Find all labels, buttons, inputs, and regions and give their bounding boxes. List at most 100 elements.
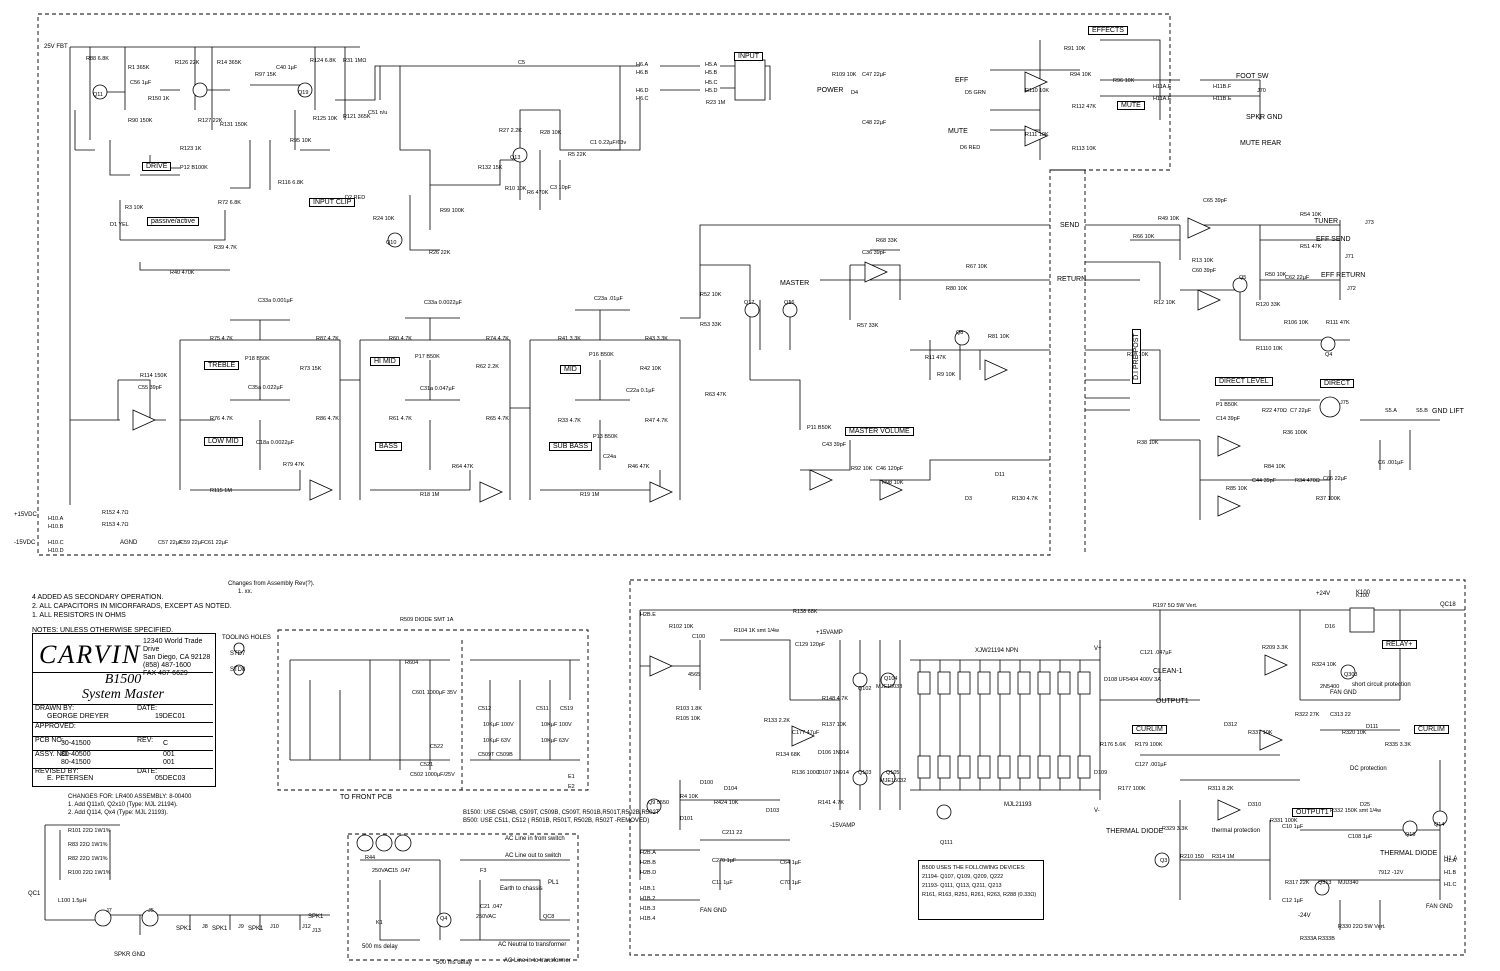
output1-label: OUTPUT1 [1156, 698, 1189, 705]
pcb-number: 30-41500 [61, 740, 91, 747]
drawn-row: DRAWN BY: GEORGE DREYER DATE: 19DEC01 [33, 704, 213, 723]
curlim-left-label: CURLIM [1132, 725, 1167, 734]
qc1-label: QC1 [28, 891, 41, 897]
drawn-date-value: 19DEC01 [155, 713, 186, 720]
transistors [92, 82, 1448, 928]
tone-stack-wiring [179, 224, 1050, 500]
approved-label: APPROVED: [35, 723, 76, 730]
low-mid-label: LOW MID [204, 437, 243, 446]
master-volume-label: MASTER VOLUME [845, 427, 914, 436]
assy-row: ASSY. NO: 80-40500 80-41500 001 001 [33, 750, 213, 769]
changes-title: Changes from Assembly Rev(?). [228, 581, 315, 587]
address-line-4: FAX 487-6629 [143, 670, 188, 677]
rail-15vamp: +15VAMP [816, 630, 843, 636]
opamp-a6a [1024, 71, 1048, 93]
spk1-c: SPK1 [248, 926, 264, 932]
output1-right-label: OUTPUT1 [1292, 808, 1333, 817]
mute-led-label: MUTE [948, 128, 968, 135]
note-2: 2. ALL CAPACITORS IN MICORFARADS, EXCEPT… [32, 603, 232, 610]
changes2-item-2: 2. Add Q114, Qx4 (Type: MJL 21193). [68, 810, 168, 816]
model-subtitle: System Master [81, 687, 165, 702]
tooling-holes: TOOLING HOLES STD7 STD8 [222, 634, 271, 674]
direct-xlr-jack [1319, 396, 1341, 418]
tooling-std8: STD8 [230, 667, 246, 673]
rail-agnd: AGND [120, 540, 138, 546]
pcb-rev: C [163, 740, 169, 747]
spkr-gnd-label: SPKR GND [1246, 114, 1283, 121]
return-label: RETURN [1057, 276, 1087, 283]
drawn-by-value: GEORGE DREYER [47, 713, 109, 720]
minus24-label: -24V [1298, 913, 1311, 919]
v-minus-label: V- [1094, 808, 1100, 814]
revised-date-label: DATE: [137, 768, 158, 775]
rail-25vfbt: 25V FBT [44, 44, 68, 50]
foot-switch-label: FOOT SW [1236, 73, 1269, 80]
address-line-1: 12340 World Trade Drive [143, 638, 203, 653]
opamp-a6b [1024, 125, 1048, 147]
opamp-a2b [309, 479, 333, 501]
drawn-by-label: DRAWN BY: [35, 705, 75, 712]
hi-mid-label: HI MID [370, 357, 400, 366]
tuner-label: TUNER [1314, 218, 1339, 225]
opamp-a2a [132, 409, 156, 431]
short-circuit-label: short circuit protection [1352, 682, 1411, 688]
opamp-a4b [1217, 435, 1241, 457]
changes2-title: CHANGES FOR: LR400 ASSEMBLY: 8-00400 [68, 794, 192, 800]
opamp-a5b [984, 359, 1008, 381]
note-4: 4 ADDED AS SECONDARY OPERATION. [32, 594, 164, 601]
model-row: B1500 System Master [33, 672, 213, 705]
opamp-driver [791, 725, 815, 747]
xjw-label: XJW21194 NPN [975, 648, 1019, 654]
output-transistor-bank [917, 671, 1091, 779]
gnd-lift-label: GND LIFT [1432, 408, 1464, 415]
direct-level-label: DIRECT LEVEL [1215, 377, 1273, 386]
spkr-gnd-bottom-label: SPKR GND [114, 952, 146, 958]
di-pre-post-label: D.I PRE-POST [1132, 329, 1141, 384]
clean-label: CLEAN-1 [1153, 668, 1183, 675]
send-label: SEND [1060, 222, 1080, 229]
eff-label: EFF [955, 77, 969, 84]
power-amp-board-boundary [629, 579, 1466, 956]
input-clip-label: INPUT CLIP [309, 198, 356, 207]
input-stage-wiring [69, 46, 771, 505]
opamp-relay [1264, 654, 1288, 676]
mid-label: MID [560, 365, 581, 374]
curlim-label: CURLIM [1414, 725, 1449, 734]
power-label: POWER [817, 87, 844, 94]
rail-minus15vdc: -15VDC [14, 540, 36, 546]
opamp-a3b [479, 481, 503, 503]
spk1-b: SPK1 [212, 926, 228, 932]
eff-send-label: EFF SEND [1316, 236, 1351, 243]
rev-label: REV: [137, 737, 154, 744]
rail-15vdc: +15VDC [14, 512, 37, 518]
qc18-label: QC18 [1440, 602, 1456, 608]
relay-section-boundary [347, 833, 579, 961]
opamp-thermal [1217, 799, 1241, 821]
preamp-board-boundary [37, 13, 1171, 556]
earth-label: Earth to chassis [500, 886, 543, 892]
v-plus-label: V+ [1094, 646, 1102, 652]
rail-minus15vamp: -15VAMP [830, 823, 856, 829]
power-supply-boundary [277, 629, 589, 791]
b500-line-2: 21193- Q111, Q113, Q211, Q213 [922, 883, 1002, 889]
approved-row: APPROVED: [33, 722, 213, 737]
fan-gnd-label: FAN GND [1330, 690, 1357, 696]
assy-rev-1: 001 [163, 751, 175, 758]
notes-footer: NOTES: UNLESS OTHERWISE SPECIFIED. [32, 627, 174, 634]
mjl-label: MJL21193 [1004, 802, 1032, 808]
speaker-output-wiring [44, 824, 330, 935]
mute-label: MUTE [1117, 101, 1145, 110]
thermal-protection-label: thermal protection [1212, 828, 1261, 834]
revised-date-value: 05DEC03 [155, 775, 186, 782]
address-line-2: San Diego, CA 92128 [143, 654, 211, 661]
brand-logo: CARVIN [39, 640, 142, 669]
date-label: DATE: [137, 705, 158, 712]
b1500-use-note: B1500: USE C504B, C509T, C509B, C509T, R… [463, 810, 660, 816]
fan-gnd-label-3: FAN GND [700, 908, 727, 914]
bass-label: BASS [375, 442, 402, 451]
sub-bass-label: SUB BASS [549, 442, 593, 451]
power-amp-wiring [639, 609, 1465, 930]
drive-label: DRIVE [142, 162, 172, 171]
to-front-pcb-label: TO FRONT PCB [340, 794, 392, 801]
title-brand-row: CARVIN 12340 World Trade Drive San Diego… [33, 634, 213, 677]
